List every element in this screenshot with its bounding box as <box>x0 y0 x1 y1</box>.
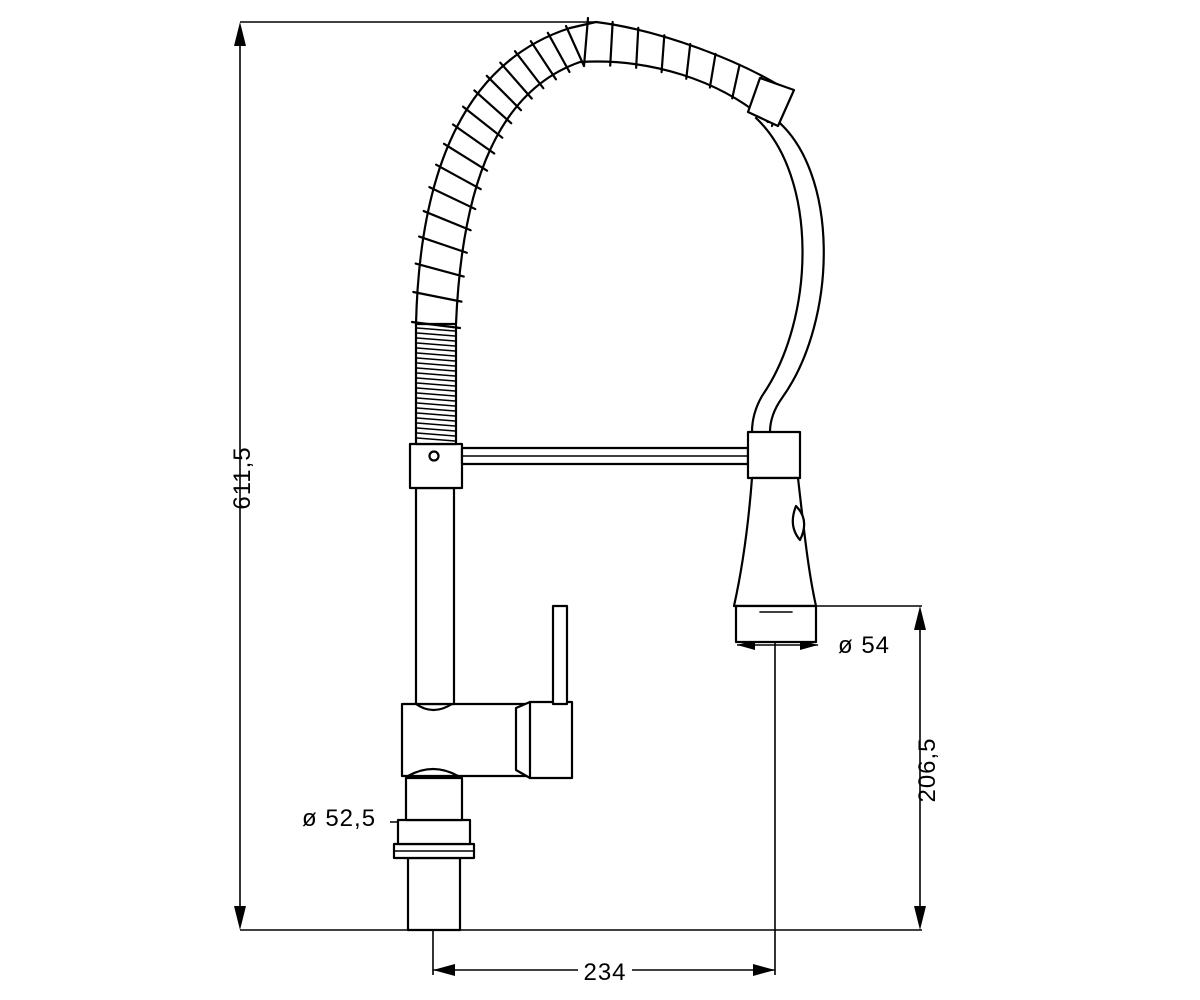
coil-turn <box>564 24 586 68</box>
coil-turn <box>462 105 504 139</box>
spray-head <box>732 430 818 644</box>
coil-turn <box>582 16 590 68</box>
coil-turn <box>685 42 692 80</box>
reach-label: 234 <box>583 959 626 986</box>
support-arm <box>460 446 750 466</box>
coil-ring <box>416 327 456 332</box>
spray-head-collar <box>746 430 802 480</box>
coil-ring <box>416 402 456 407</box>
hose-inner <box>750 116 804 434</box>
coil-turn <box>451 123 496 155</box>
threaded-shank <box>406 856 462 932</box>
reach-arrow-left <box>433 964 455 976</box>
spray-hose <box>750 116 825 434</box>
mixer-body <box>400 604 574 780</box>
coil-ring <box>416 437 456 442</box>
spring-open-coil <box>410 16 784 330</box>
reach-arrow-right <box>753 964 775 976</box>
coil-turn <box>442 142 489 172</box>
coil-ring <box>416 367 456 372</box>
coil-ring <box>416 352 456 357</box>
coil-ring <box>416 357 456 362</box>
coil-ring <box>416 412 456 417</box>
spray-height-arrow-top <box>914 606 926 630</box>
coil-ring <box>416 407 456 412</box>
spray-diameter-label: ø 54 <box>838 632 890 659</box>
spray-toggle-button <box>791 504 806 542</box>
spring-outline-top <box>568 20 792 94</box>
total-height-arrow-top <box>234 22 246 46</box>
spray-height-label: 206,5 <box>914 737 941 802</box>
coil-ring <box>416 432 456 437</box>
coil-turn <box>529 40 558 81</box>
coil-turn <box>412 290 463 303</box>
coil-ring <box>416 392 456 397</box>
coil-ring <box>416 347 456 352</box>
lever-handle <box>551 604 569 706</box>
coil-turn <box>410 320 462 330</box>
coil-ring <box>416 362 456 367</box>
hose-outer <box>768 116 825 434</box>
coil-ring <box>416 417 456 422</box>
coil-ring <box>416 387 456 392</box>
base-shank <box>392 776 476 932</box>
coil-turn <box>414 262 465 278</box>
coil-turn <box>422 209 472 232</box>
coil-ring <box>416 372 456 377</box>
housing-bottom-arc <box>406 767 460 778</box>
coil-turn <box>485 74 523 112</box>
spring-tight-coil <box>416 327 456 442</box>
total-height-dimension: 611,5 <box>229 21 598 930</box>
spray-height-dimension: 206,5 <box>740 605 941 930</box>
coil-turn <box>635 26 640 69</box>
mounting-washer <box>396 818 472 846</box>
swivel-collar <box>408 442 464 490</box>
spray-diameter-dimension: ø 54 <box>737 632 890 659</box>
column-tube <box>414 486 456 706</box>
total-height-label: 611,5 <box>229 446 256 509</box>
spring-outline-right <box>454 60 582 326</box>
housing-top-arc <box>414 702 454 712</box>
coil-turn <box>546 31 571 74</box>
coil-ring <box>416 337 456 342</box>
spray-height-arrow-bottom <box>914 906 926 930</box>
handle-cartridge <box>514 700 574 780</box>
mixer-housing <box>400 702 532 778</box>
spring-outline-bottom <box>578 60 770 124</box>
reach-label-bg <box>578 956 632 982</box>
coil-turn <box>473 89 513 125</box>
total-height-arrow-bottom <box>234 906 246 930</box>
coil-turn <box>609 20 614 67</box>
coil-turn <box>731 63 741 100</box>
coil-ring <box>416 427 456 432</box>
spring-coil <box>410 16 796 446</box>
faucet-column <box>408 442 464 706</box>
spring-outline-left <box>414 26 572 326</box>
coil-turn <box>499 61 533 100</box>
coil-ring <box>416 382 456 387</box>
coil-turn <box>435 163 482 191</box>
coil-turn <box>428 186 477 211</box>
coil-turn <box>660 34 666 74</box>
coil-ring <box>416 422 456 427</box>
spring-upper-sleeve <box>746 76 796 128</box>
spray-head-body <box>732 476 818 608</box>
coil-turn <box>708 52 717 89</box>
coil-turn <box>513 50 545 90</box>
coil-ring <box>416 342 456 347</box>
coil-ring <box>416 377 456 382</box>
collar-screw <box>428 450 440 462</box>
base-diameter-dimension: ø 52,5 <box>302 805 410 832</box>
coil-turn <box>418 235 468 254</box>
coil-ring <box>416 397 456 402</box>
coil-ring <box>416 332 456 337</box>
base-diameter-label: ø 52,5 <box>302 805 376 832</box>
base-collar <box>404 776 464 822</box>
